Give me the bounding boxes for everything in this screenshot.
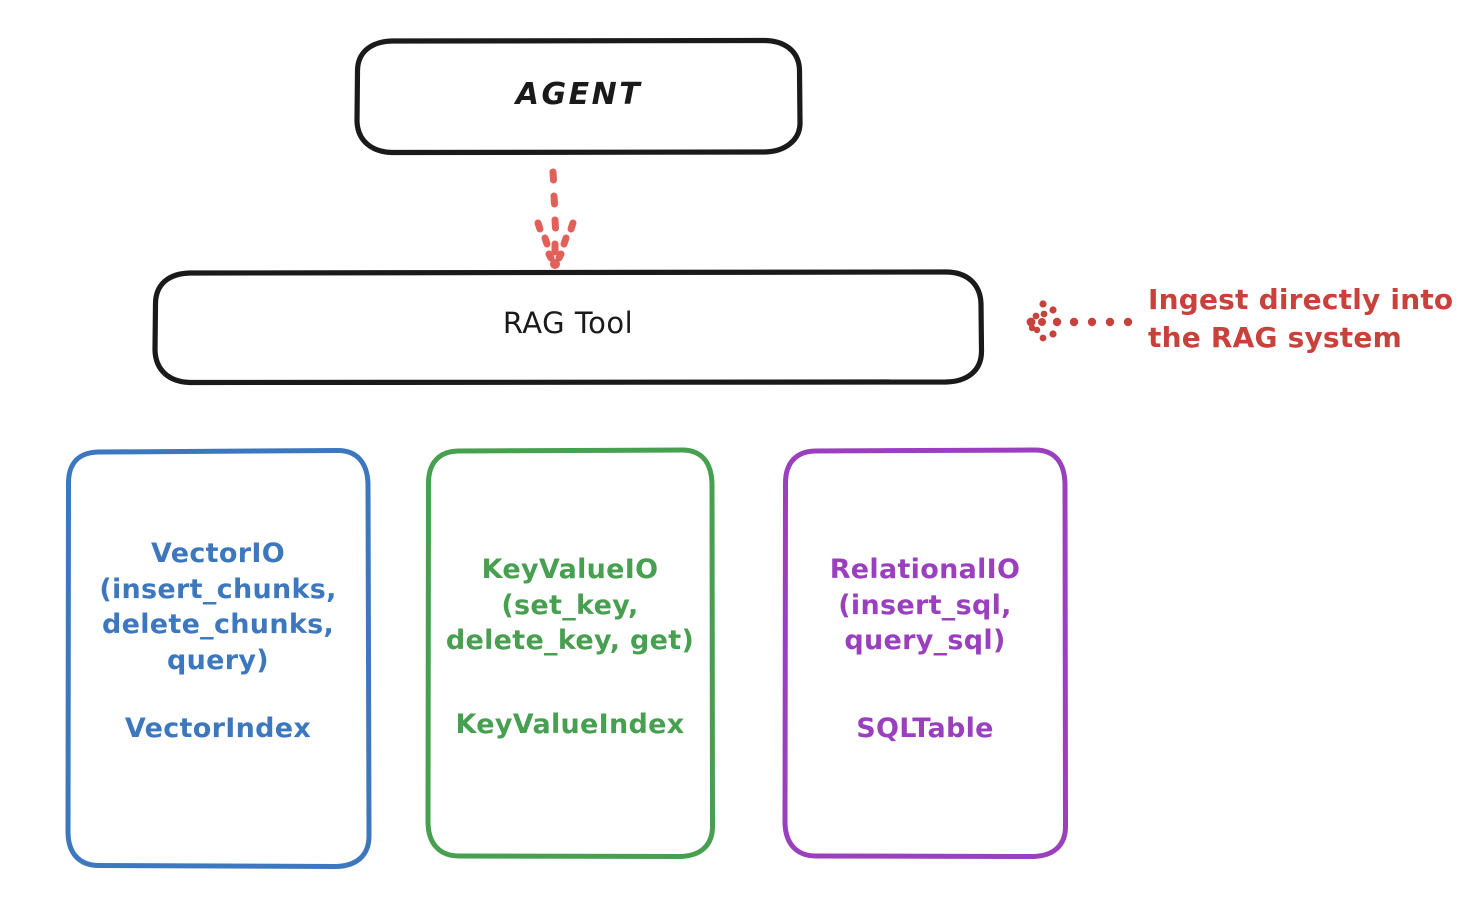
agent-box-outline <box>354 37 803 156</box>
relational-store-index-label: SQLTable <box>856 713 994 744</box>
vector-store-index-label: VectorIndex <box>124 713 312 744</box>
vector-store-api-label: VectorIO (insert_chunks, delete_chunks, … <box>99 538 337 676</box>
vector-store-node[interactable] <box>65 448 372 869</box>
rag-tool-box-outline <box>152 269 985 386</box>
agent-to-rag-connector <box>534 168 577 269</box>
ingest-note-connector <box>1026 300 1133 342</box>
rag-tool-label: RAG Tool <box>502 306 634 340</box>
keyvalue-store-box-outline <box>425 447 716 859</box>
agent-node[interactable] <box>354 37 803 156</box>
agent-label: AGENT <box>515 77 643 112</box>
keyvalue-store-api-label: KeyValueIO (set_key, delete_key, get) <box>445 554 695 657</box>
relational-store-api-label: RelationalIO (insert_sql, query_sql) <box>829 554 1021 657</box>
relational-store-box-outline <box>782 447 1069 859</box>
keyvalue-store-index-label: KeyValueIndex <box>455 709 685 740</box>
relational-store-node[interactable] <box>782 447 1069 859</box>
rag-tool-node[interactable] <box>152 269 985 386</box>
vector-store-box-outline <box>65 448 372 869</box>
keyvalue-store-node[interactable] <box>425 447 716 859</box>
ingest-note-label: Ingest directly into the RAG system <box>1148 283 1454 354</box>
